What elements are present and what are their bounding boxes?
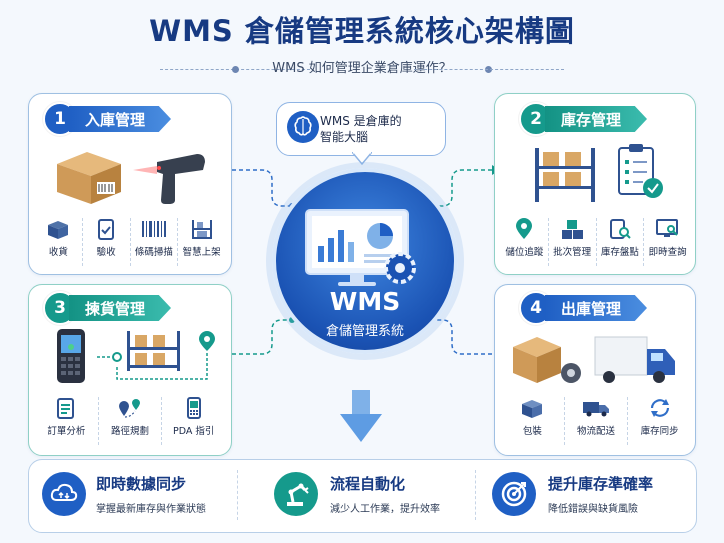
bubble-text: WMS 是倉庫的 智能大腦 — [320, 114, 402, 144]
center-subtitle: 倉儲管理系統 — [325, 324, 404, 339]
robot-arm-icon — [274, 472, 318, 516]
brain-icon — [287, 111, 319, 143]
feature-automation: 流程自動化 減少人工作業，提升效率 — [274, 472, 440, 516]
item-inspect: 驗收 — [81, 218, 130, 266]
sync-icon — [650, 399, 669, 417]
barcode-icon — [141, 221, 166, 237]
item-receive: 收貨 — [35, 218, 82, 266]
item-location-tracking: 儲位追蹤 — [501, 218, 548, 266]
truck-icon — [583, 402, 609, 417]
inventory-items: 儲位追蹤 批次管理 庫存盤點 即時查詢 — [501, 218, 691, 266]
shelf-clipboard-illustration — [535, 144, 663, 202]
page-subtitle: WMS 如何管理企業倉庫運作？ — [272, 61, 452, 76]
picking-items: 訂單分析 路徑規劃 PDA 指引 — [35, 397, 225, 445]
feature-desc: 減少人工作業，提升效率 — [330, 504, 440, 515]
inbound-items: 收貨 驗收 條碼掃描 智慧上架 — [35, 218, 225, 266]
monitor-search-icon — [655, 219, 678, 237]
pda-device-icon — [186, 397, 201, 419]
page-title: WMS 倉儲管理系統核心架構圖 — [149, 14, 575, 48]
panel-title: 入庫管理 — [69, 106, 172, 132]
open-box-icon — [48, 221, 69, 239]
monitor-dashboard-icon — [305, 209, 416, 286]
item-batch: 批次管理 — [547, 218, 596, 266]
stacked-boxes-icon — [562, 220, 584, 239]
outbound-items: 包裝 物流配送 庫存同步 — [501, 397, 691, 445]
panel-title: 庫存管理 — [545, 106, 648, 132]
divider — [237, 470, 238, 520]
item-route-planning: 路徑規劃 — [97, 397, 162, 445]
item-realtime-query: 即時查詢 — [643, 218, 691, 266]
package-icon — [522, 400, 543, 418]
panel-outbound: 4 出庫管理 包裝 物流配送 庫存同步 — [494, 284, 696, 456]
document-list-icon — [57, 398, 75, 419]
down-arrow-icon — [340, 390, 382, 442]
item-order-analysis: 訂單分析 — [35, 397, 98, 445]
feature-title: 提升庫存準確率 — [548, 475, 654, 493]
pda-route-illustration — [57, 329, 215, 383]
feature-desc: 降低錯誤與缺貨風險 — [548, 504, 638, 515]
feature-realtime-sync: 即時數據同步 掌握最新庫存與作業狀態 — [42, 472, 206, 516]
target-icon — [492, 472, 536, 516]
item-stock-sync: 庫存同步 — [627, 397, 691, 445]
item-barcode: 條碼掃描 — [129, 218, 178, 266]
panel-inventory: 2 庫存管理 儲位追蹤 批次管理 庫存盤點 即時查詢 — [494, 93, 696, 275]
divider — [475, 470, 476, 520]
item-stocktake: 庫存盤點 — [595, 218, 644, 266]
benefits-bar — [28, 459, 697, 533]
item-putaway: 智慧上架 — [177, 218, 225, 266]
panel-picking: 3 揀貨管理 訂單分析 路徑規劃 PDA 指引 — [28, 284, 232, 456]
location-pin-icon — [516, 218, 533, 239]
center-title: WMS — [329, 287, 401, 316]
clipboard-search-icon — [609, 219, 631, 239]
item-packing: 包裝 — [501, 397, 564, 445]
item-delivery: 物流配送 — [563, 397, 628, 445]
panel-title: 出庫管理 — [545, 295, 648, 321]
feature-desc: 掌握最新庫存與作業狀態 — [96, 504, 206, 515]
bubble-tail — [352, 152, 372, 166]
feature-accuracy: 提升庫存準確率 降低錯誤與缺貨風險 — [492, 472, 653, 516]
subtitle-dot-left — [232, 66, 239, 73]
route-pins-icon — [119, 399, 140, 418]
feature-title: 即時數據同步 — [96, 475, 187, 493]
item-pda-guide: PDA 指引 — [161, 397, 225, 445]
boxes-scanner-illustration — [57, 152, 205, 204]
clipboard-check-icon — [98, 219, 115, 240]
shelf-icon — [191, 220, 212, 239]
cloud-sync-icon — [42, 472, 86, 516]
packing-truck-illustration — [513, 336, 675, 383]
panel-inbound: 1 入庫管理 收貨 驗收 條碼掃描 智慧上架 — [28, 93, 232, 275]
subtitle-divider-right — [414, 69, 564, 71]
feature-title: 流程自動化 — [330, 475, 406, 493]
panel-title: 揀貨管理 — [69, 295, 172, 321]
